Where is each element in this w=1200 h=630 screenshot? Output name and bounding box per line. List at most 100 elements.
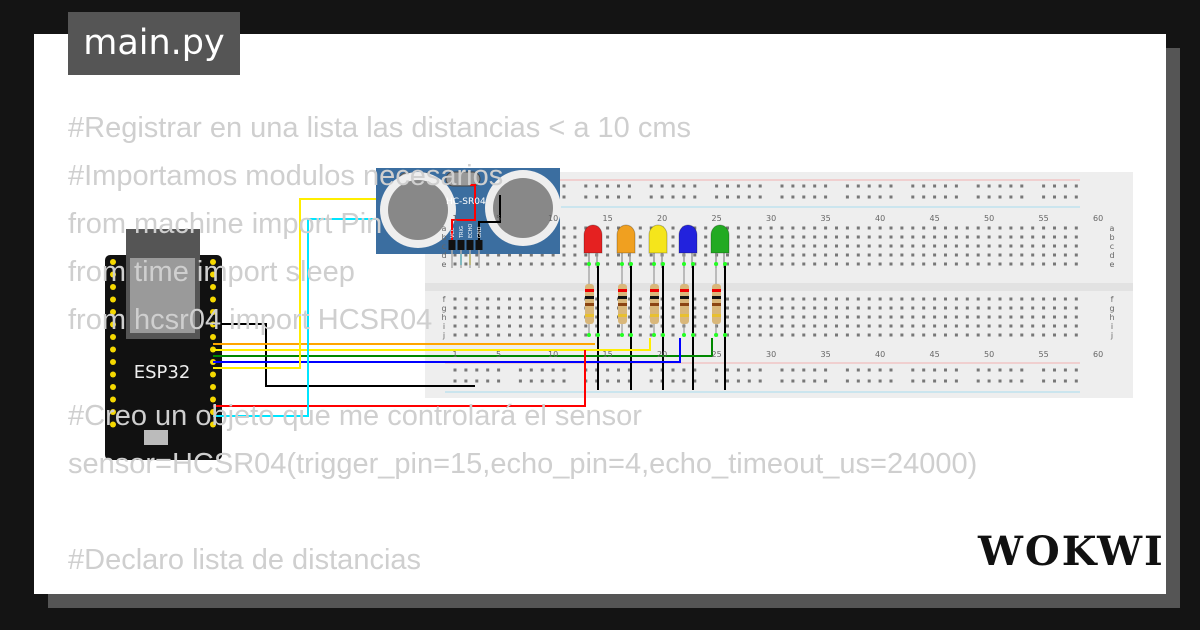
breadboard-hole [747,235,751,239]
row-label: b [441,233,446,242]
breadboard-hole [486,324,490,328]
breadboard-hole [627,297,631,301]
resistor-band [585,289,594,292]
breadboard-hole [1031,297,1035,301]
breadboard-hole [845,226,849,230]
rail-hole [856,379,860,383]
breadboard-hole [638,235,642,239]
breadboard-hole [736,235,740,239]
breadboard-hole [638,253,642,257]
rail-hole [486,379,490,383]
breadboard-hole [954,244,958,248]
breadboard-hole [802,226,806,230]
breadboard-hole [464,306,468,310]
breadboard-hole [475,297,479,301]
breadboard-hole [780,262,784,266]
rail-hole [1063,368,1067,372]
row-label: j [442,331,445,340]
rail-hole [944,368,947,372]
rail-hole [682,379,686,383]
rail-hole [824,184,828,188]
wire-led2 [213,338,651,351]
rail-hole [671,368,675,372]
breadboard-hole [933,324,937,328]
breadboard-hole [736,262,740,266]
breadboard-hole [1074,333,1078,337]
breadboard-hole [944,262,947,266]
breadboard-hole [835,333,838,337]
rail-hole [747,184,751,188]
breadboard-hole [944,226,947,230]
connection-marker [596,333,600,337]
breadboard-hole [726,315,729,319]
file-tab[interactable]: main.py [68,12,240,75]
breadboard-hole [1020,253,1024,257]
rail-hole [693,368,697,372]
breadboard-hole [693,226,697,230]
rail-hole [606,195,610,199]
breadboard-hole [845,262,849,266]
breadboard-hole [1074,226,1078,230]
breadboard-hole [497,333,501,337]
breadboard-hole [551,262,555,266]
breadboard-hole [802,244,806,248]
breadboard-hole [867,297,871,301]
breadboard-hole [617,226,620,230]
breadboard-hole [911,333,915,337]
wire-sensor-vcc [451,184,476,240]
breadboard-hole [954,253,958,257]
rail-hole [595,195,599,199]
rail-hole [845,368,849,372]
rail-hole [976,379,980,383]
breadboard-hole [1009,244,1013,248]
row-label: h [1109,313,1114,322]
breadboard-hole [856,235,860,239]
rail-hole [682,184,686,188]
breadboard-hole [638,333,642,337]
breadboard-hole [1042,324,1046,328]
breadboard-hole [518,306,522,310]
breadboard-hole [933,226,937,230]
breadboard-hole [758,297,762,301]
breadboard-hole [976,235,980,239]
breadboard-hole [791,333,795,337]
rail-hole [867,184,871,188]
breadboard-hole [933,235,937,239]
row-label: j [1110,331,1113,340]
breadboard-hole [998,324,1002,328]
breadboard-hole [704,262,708,266]
breadboard-hole [704,297,708,301]
breadboard-hole [856,315,860,319]
breadboard-hole [911,244,915,248]
resistor-band [618,296,627,299]
rail-hole [944,195,947,199]
connection-marker [661,333,665,337]
breadboard-hole [1031,333,1035,337]
rail-hole [715,184,719,188]
rail-hole [922,368,926,372]
breadboard-hole [671,244,675,248]
rail-hole [944,184,947,188]
breadboard-hole [911,324,915,328]
breadboard-hole [780,253,784,257]
breadboard-hole [1009,235,1013,239]
breadboard-hole [824,262,828,266]
breadboard-hole [889,235,893,239]
breadboard-hole [867,244,871,248]
breadboard-hole [813,235,817,239]
breadboard-hole [606,262,610,266]
breadboard-hole [595,315,599,319]
breadboard-hole [802,333,806,337]
breadboard-hole [987,253,991,257]
wire-vcc [213,350,586,407]
breadboard-hole [911,262,915,266]
rail-hole [1074,379,1078,383]
breadboard-hole [693,297,697,301]
esp32-pin [210,409,216,415]
breadboard-hole [627,324,631,328]
rail-hole [1020,195,1024,199]
breadboard-hole [780,315,784,319]
resistor-band [680,314,689,317]
breadboard-hole [475,253,479,257]
